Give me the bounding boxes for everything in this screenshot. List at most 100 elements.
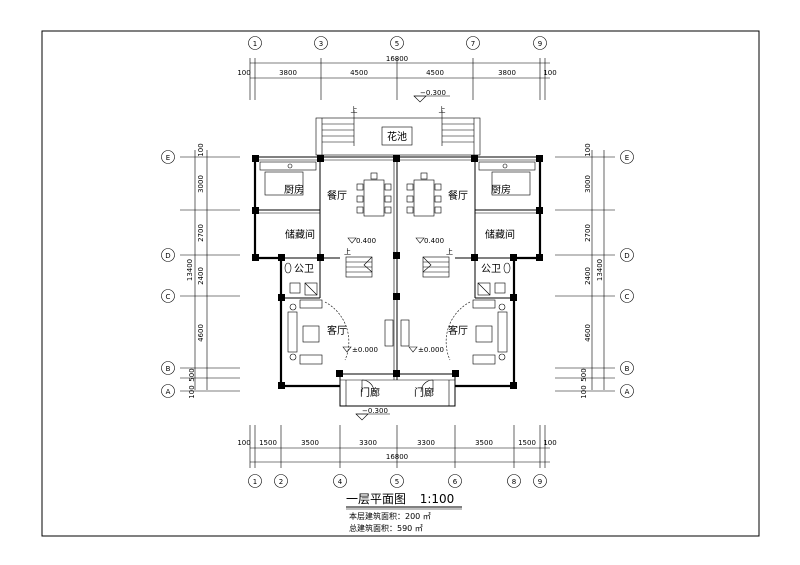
- stairs-left: [345, 256, 373, 278]
- left-axis-bubbles: [161, 150, 175, 398]
- porch-doors: [361, 379, 434, 393]
- axis-right-C: C: [625, 293, 630, 301]
- floor-area-note: 本层建筑面积：200 ㎡: [349, 511, 431, 521]
- drawing-title: 一层平面图: [346, 492, 406, 506]
- room-porch-right: 门廊: [414, 386, 434, 399]
- axis-left-E: E: [166, 154, 170, 162]
- axis-left-D: D: [165, 252, 170, 260]
- kitchen-counter-right: [478, 161, 536, 196]
- left-dim-6: 100: [188, 385, 196, 398]
- top-dim-3: 4500: [426, 69, 444, 77]
- kitchen-counter-left: [259, 161, 317, 196]
- axis-bottom-5: 5: [395, 478, 399, 486]
- axis-top-7: 7: [471, 40, 475, 48]
- structural-columns: [252, 155, 543, 389]
- bottom-dim-4: 3300: [417, 439, 435, 447]
- drawing-frame: [41, 30, 760, 537]
- top-dim-4: 3800: [498, 69, 516, 77]
- left-dimension-lines: [180, 150, 240, 392]
- living-room-right-furniture: [445, 299, 508, 365]
- room-storage-left: 储藏间: [285, 228, 315, 241]
- right-dimension-lines: [555, 150, 615, 392]
- elevation-living-left: ±0.000: [352, 346, 378, 354]
- stairs-right: [422, 256, 450, 278]
- bottom-dimension-lines: [249, 425, 550, 468]
- room-storage-right: 储藏间: [485, 228, 515, 241]
- axis-right-D: D: [624, 252, 629, 260]
- axis-bottom-2: 2: [279, 478, 283, 486]
- left-dim-3: 2400: [197, 267, 205, 285]
- axis-left-A: A: [166, 388, 171, 396]
- dining-table-left: [356, 172, 392, 217]
- left-dim-2: 2700: [197, 224, 205, 242]
- axis-right-E: E: [625, 154, 629, 162]
- bottom-dim-0: 100: [237, 439, 250, 447]
- right-dim-0: 100: [584, 143, 592, 156]
- axis-left-B: B: [166, 365, 171, 373]
- stair-up-top-l: 上: [351, 105, 358, 114]
- stair-up-right: 上: [446, 247, 453, 256]
- bottom-dim-1: 1500: [259, 439, 277, 447]
- elevation-living-right: ±0.000: [418, 346, 444, 354]
- left-dim-4: 4600: [197, 324, 205, 342]
- stair-up-left: 上: [344, 247, 351, 256]
- room-wc-left: 公卫: [294, 264, 314, 275]
- total-area-note: 总建筑面积：590 ㎡: [349, 523, 423, 533]
- top-axis-bubbles: [248, 36, 547, 50]
- flower-bed-label: 花池: [387, 130, 407, 143]
- room-porch-left: 门廊: [360, 386, 380, 399]
- right-dim-1: 3000: [584, 175, 592, 193]
- axis-bottom-9: 9: [538, 478, 542, 486]
- bottom-dim-2: 3500: [301, 439, 319, 447]
- axis-top-1: 1: [253, 40, 257, 48]
- drawing-scale: 1:100: [420, 492, 455, 506]
- axis-bottom-1: 1: [253, 478, 257, 486]
- living-room-left-furniture: [287, 299, 350, 365]
- dining-table-right: [406, 172, 442, 217]
- elevation-dining-right: 0.400: [424, 237, 444, 245]
- elevation-top: −0.300: [420, 89, 446, 97]
- left-total-dimension: 13400: [186, 259, 194, 281]
- top-dimension-lines: [249, 58, 550, 100]
- top-dim-5: 100: [543, 69, 556, 77]
- room-kitchen-left: 厨房: [284, 183, 304, 196]
- bottom-total-dimension: 16800: [386, 453, 408, 461]
- center-planter-left: [384, 319, 394, 347]
- axis-right-A: A: [625, 388, 630, 396]
- axis-top-5: 5: [395, 40, 399, 48]
- elevation-dining-left: 0.400: [356, 237, 376, 245]
- right-dim-5: 500: [580, 368, 588, 381]
- axis-top-9: 9: [538, 40, 542, 48]
- axis-right-B: B: [625, 365, 630, 373]
- right-dim-4: 4600: [584, 324, 592, 342]
- room-living-left: 客厅: [327, 324, 347, 337]
- wc-fixtures-left: [284, 262, 318, 296]
- axis-bottom-8: 8: [512, 478, 516, 486]
- right-dim-2: 2700: [584, 224, 592, 242]
- stair-up-top-r: 上: [439, 105, 446, 114]
- room-wc-right: 公卫: [481, 264, 501, 275]
- room-dining-right: 餐厅: [448, 189, 468, 202]
- left-dim-5: 500: [188, 368, 196, 381]
- top-dim-0: 100: [237, 69, 250, 77]
- top-dim-1: 3800: [279, 69, 297, 77]
- building-walls: [253, 156, 542, 407]
- right-total-dimension: 13400: [596, 259, 604, 281]
- left-dim-1: 3000: [197, 175, 205, 193]
- right-dim-3: 2400: [584, 267, 592, 285]
- room-living-right: 客厅: [448, 324, 468, 337]
- wc-fixtures-right: [477, 262, 511, 296]
- elevation-bottom: −0.300: [362, 407, 388, 415]
- axis-bottom-4: 4: [338, 478, 343, 486]
- axis-top-3: 3: [319, 40, 323, 48]
- room-dining-left: 餐厅: [327, 189, 347, 202]
- axis-bottom-6: 6: [453, 478, 458, 486]
- right-axis-bubbles: [620, 150, 634, 398]
- bottom-axis-bubbles: [248, 474, 547, 488]
- top-dim-2: 4500: [350, 69, 368, 77]
- right-dim-6: 100: [580, 385, 588, 398]
- room-kitchen-right: 厨房: [491, 183, 511, 196]
- bottom-dim-5: 3500: [475, 439, 493, 447]
- bottom-dim-3: 3300: [359, 439, 377, 447]
